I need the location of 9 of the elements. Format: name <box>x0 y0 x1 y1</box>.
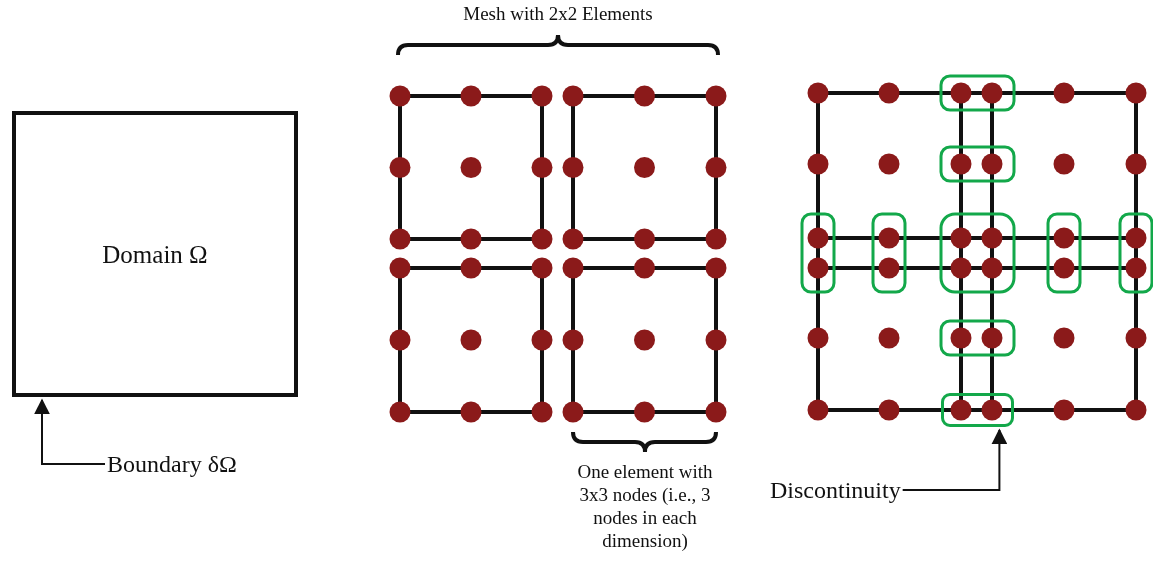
highlight-frame <box>941 393 1014 427</box>
leader-arrow <box>901 428 1008 491</box>
leader-arrow <box>34 398 106 465</box>
domain-label: Domain Ω <box>102 241 208 269</box>
discontinuity-label: Discontinuity <box>770 475 901 505</box>
mesh-caption: Mesh with 2x2 Elements <box>462 2 654 25</box>
domain-box <box>12 111 298 397</box>
element-caption: One element with 3x3 nodes (i.e., 3 nodes in each dimension) <box>576 460 714 552</box>
boundary-label: Boundary δΩ <box>107 449 237 479</box>
